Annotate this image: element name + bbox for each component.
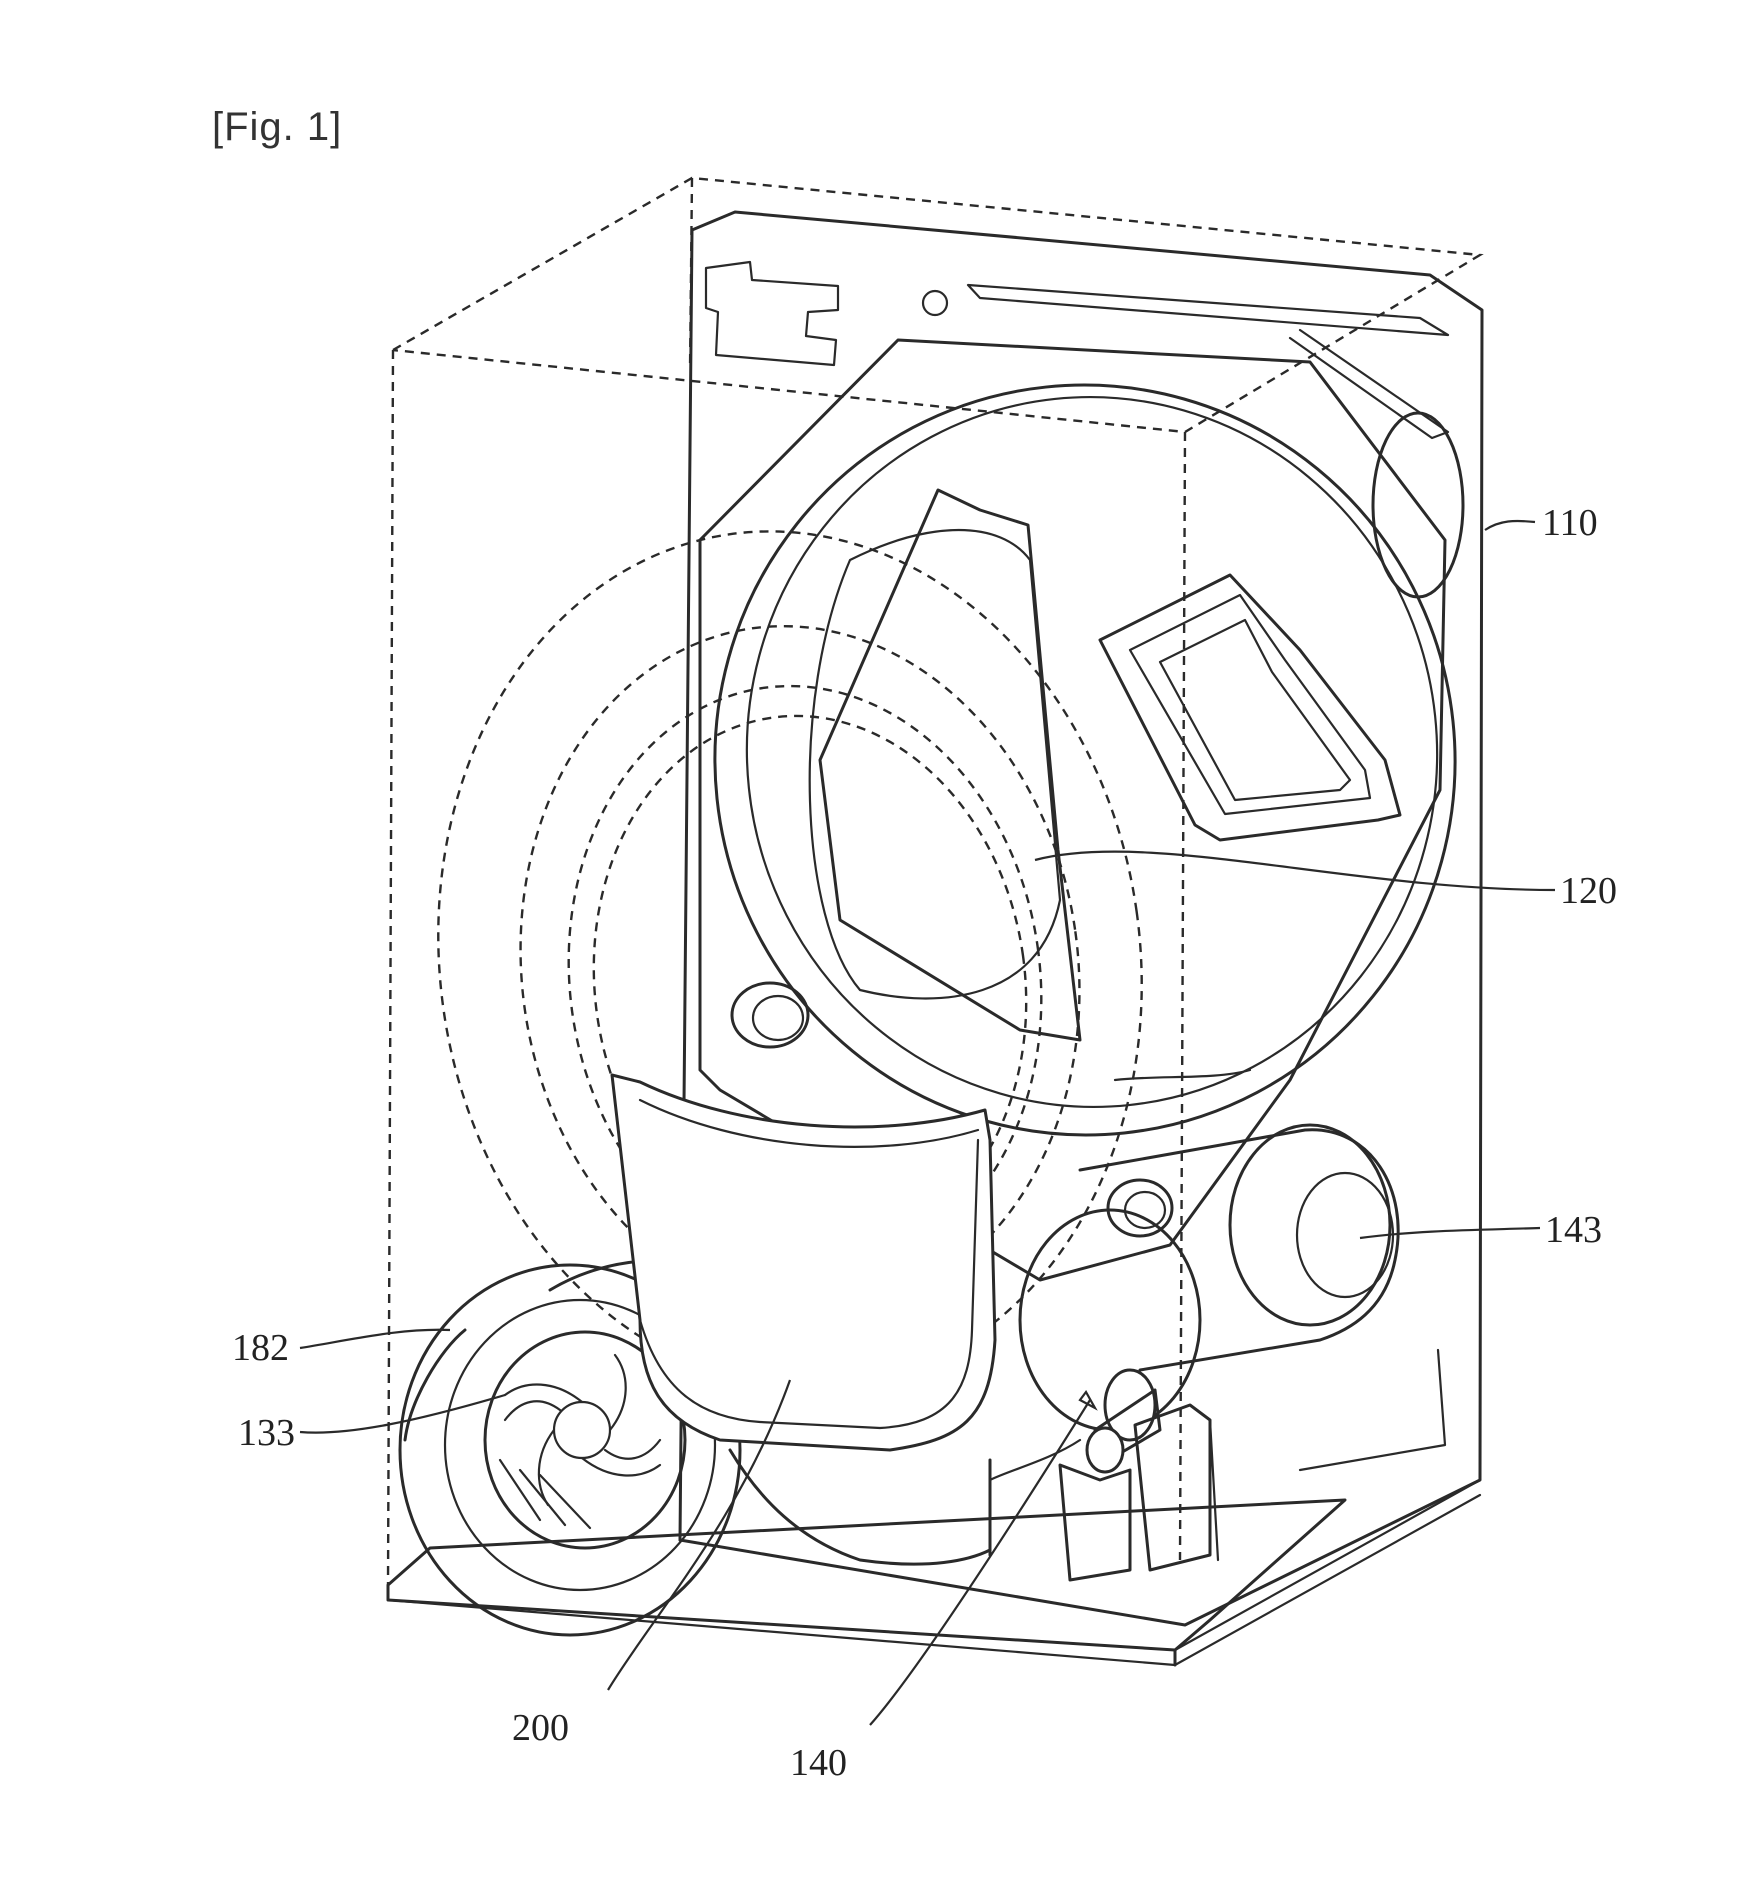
leader-182 bbox=[300, 1330, 450, 1348]
fan-133 bbox=[500, 1355, 660, 1528]
label-140: 140 bbox=[790, 1742, 847, 1784]
duct-200 bbox=[612, 1075, 1080, 1564]
label-182: 182 bbox=[232, 1327, 289, 1369]
label-133: 133 bbox=[238, 1412, 295, 1454]
label-110: 110 bbox=[1542, 502, 1598, 544]
drum-120 bbox=[678, 348, 1492, 1236]
label-120: 120 bbox=[1560, 870, 1617, 912]
label-143: 143 bbox=[1545, 1209, 1602, 1251]
leader-143 bbox=[1360, 1228, 1540, 1238]
leader-110 bbox=[1485, 521, 1535, 530]
leader-120 bbox=[1035, 852, 1555, 890]
label-200: 200 bbox=[512, 1707, 569, 1749]
